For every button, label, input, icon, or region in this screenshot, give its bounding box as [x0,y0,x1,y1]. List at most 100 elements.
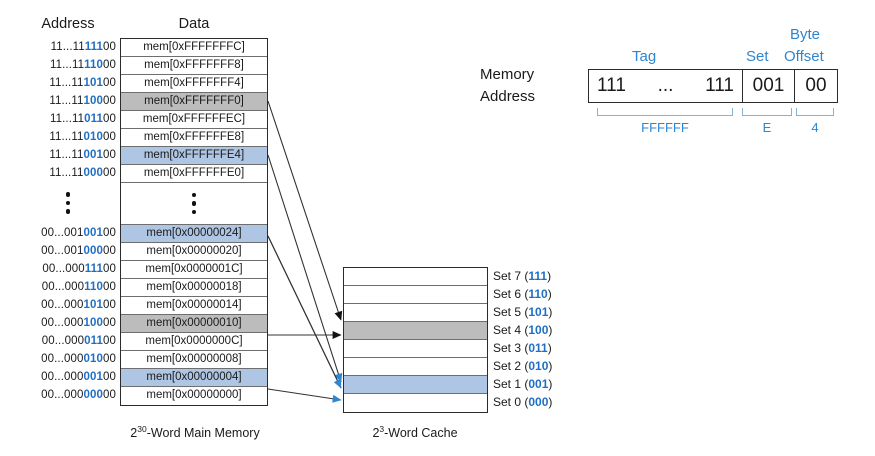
address-offset-bits: 00 [103,317,116,329]
address-prefix-bits: 00...000 [41,371,84,383]
address-prefix-bits: 00...000 [42,263,85,275]
cache-set-label: Set 5 (101) [493,303,552,321]
set-hex-label: E [762,120,772,135]
address-label: 11...1110100 [20,74,116,92]
cache-set-bits-group: (110) [524,287,552,301]
byte-offset-header-line2: Offset [784,48,824,65]
memory-row-ellipsis [121,183,267,225]
address-offset-bits: 00 [103,59,116,71]
address-label: 00...00011100 [20,260,116,278]
memory-address-label: Memory Address [480,64,535,108]
address-prefix-bits: 11...11 [49,113,85,125]
vertical-ellipsis-icon [20,182,116,224]
data-column-header: Data [178,16,210,32]
tag-hex-label: FFFFFF [641,120,689,135]
address-prefix-bits: 11...11 [49,77,84,89]
address-label: 00...00001100 [20,332,116,350]
cache-set-label: Set 0 (000) [493,393,552,411]
set-group-brace [742,108,792,116]
cache-set-name: Set 7 [493,269,522,283]
cache-set-name: Set 2 [493,359,522,373]
main-memory-caption-base: 2 [130,426,138,441]
memory-row: mem[0x0000000C] [121,333,267,351]
address-prefix-bits: 00...000 [41,317,84,329]
address-offset-bits: 00 [103,227,116,239]
address-prefix-bits: 00...000 [41,335,85,347]
address-offset-bits: 00 [103,353,116,365]
address-label: 11...1111000 [20,56,116,74]
address-set-bits: 110 [84,59,103,71]
memory-address-label-line1: Memory [480,66,535,83]
offset-group-brace [796,108,834,116]
cache-row [344,322,487,340]
address-label: 11...1111100 [20,38,116,56]
tag-bits-left: 111 [597,75,626,96]
memory-row: mem[0x00000018] [121,279,267,297]
address-offset-bits: 00 [103,263,116,275]
arrow-tag-1-set1 [267,235,342,389]
address-prefix-bits: 00...000 [41,353,84,365]
address-prefix-bits: 00...000 [41,281,85,293]
cache-set-label: Set 2 (010) [493,357,552,375]
address-offset-bits: 00 [103,245,116,257]
cache-set-bits: 100 [528,323,549,337]
main-memory-caption: 230-Word Main Memory [110,424,280,440]
address-offset-bits: 00 [103,131,116,143]
memory-row: mem[0x0000001C] [121,261,267,279]
cache-row [344,286,487,304]
address-label: 00...00000100 [20,368,116,386]
memory-address-field-box: 111 ... 111 001 00 [588,69,838,103]
main-memory-table: mem[0xFFFFFFFC]mem[0xFFFFFFF8]mem[0xFFFF… [120,38,268,406]
memory-row: mem[0xFFFFFFE4] [121,147,267,165]
cache-table [343,267,488,413]
address-prefix-bits: 11...11 [49,131,84,143]
cache-caption-text: -Word Cache [384,426,458,441]
address-column-header: Address [41,16,95,32]
address-offset-bits: 00 [103,77,116,89]
address-label: 11...1101100 [20,110,116,128]
address-label: 00...00000000 [20,386,116,404]
address-label: 00...00011000 [20,278,116,296]
address-offset-bits: 00 [103,41,116,53]
address-prefix-bits: 00...000 [41,299,84,311]
address-set-bits: 111 [84,263,103,275]
address-set-bits: 001 [83,149,103,161]
arrow-tag-1-set1-head [267,235,342,389]
cache-set-bits: 010 [528,359,549,373]
address-offset-bits: 00 [103,371,116,383]
memory-row: mem[0x00000024] [121,225,267,243]
memory-row: mem[0xFFFFFFF0] [121,93,267,111]
address-offset-bits: 00 [103,95,116,107]
memory-row: mem[0xFFFFFFE8] [121,129,267,147]
address-offset-bits: 00 [103,167,116,179]
address-prefix-bits: 11...11 [50,41,85,53]
cache-row [344,340,487,358]
cache-set-bits-group: (011) [524,341,552,355]
address-set-bits: 100 [83,317,103,329]
cache-set-bits: 101 [528,305,549,319]
tag-field: 111 ... 111 [589,70,743,102]
set-field: 001 [743,70,795,102]
main-memory-caption-exponent: 30 [137,424,147,434]
cache-set-bits-group: (000) [524,395,553,409]
memory-row: mem[0xFFFFFFF8] [121,57,267,75]
byte-offset-header-line1: Byte [790,26,821,43]
address-label: 00...00100100 [20,224,116,242]
address-offset-bits: 00 [103,335,116,347]
address-label: 11...1101000 [20,128,116,146]
cache-set-bits: 111 [528,269,548,283]
address-set-bits: 000 [83,245,103,257]
memory-row: mem[0x00000004] [121,369,267,387]
address-set-bits: 110 [84,281,103,293]
memory-row: mem[0x00000000] [121,387,267,405]
main-memory-caption-text: -Word Main Memory [146,426,260,441]
address-ellipsis [20,182,116,224]
cache-set-bits-group: (111) [524,269,552,283]
cache-set-bits-group: (100) [524,323,553,337]
address-set-bits: 100 [83,95,103,107]
address-label: 00...00001000 [20,350,116,368]
set-field-header: Set [746,48,769,65]
address-set-bits: 010 [83,353,103,365]
arrow-tag-ffffff-set1 [267,154,343,383]
